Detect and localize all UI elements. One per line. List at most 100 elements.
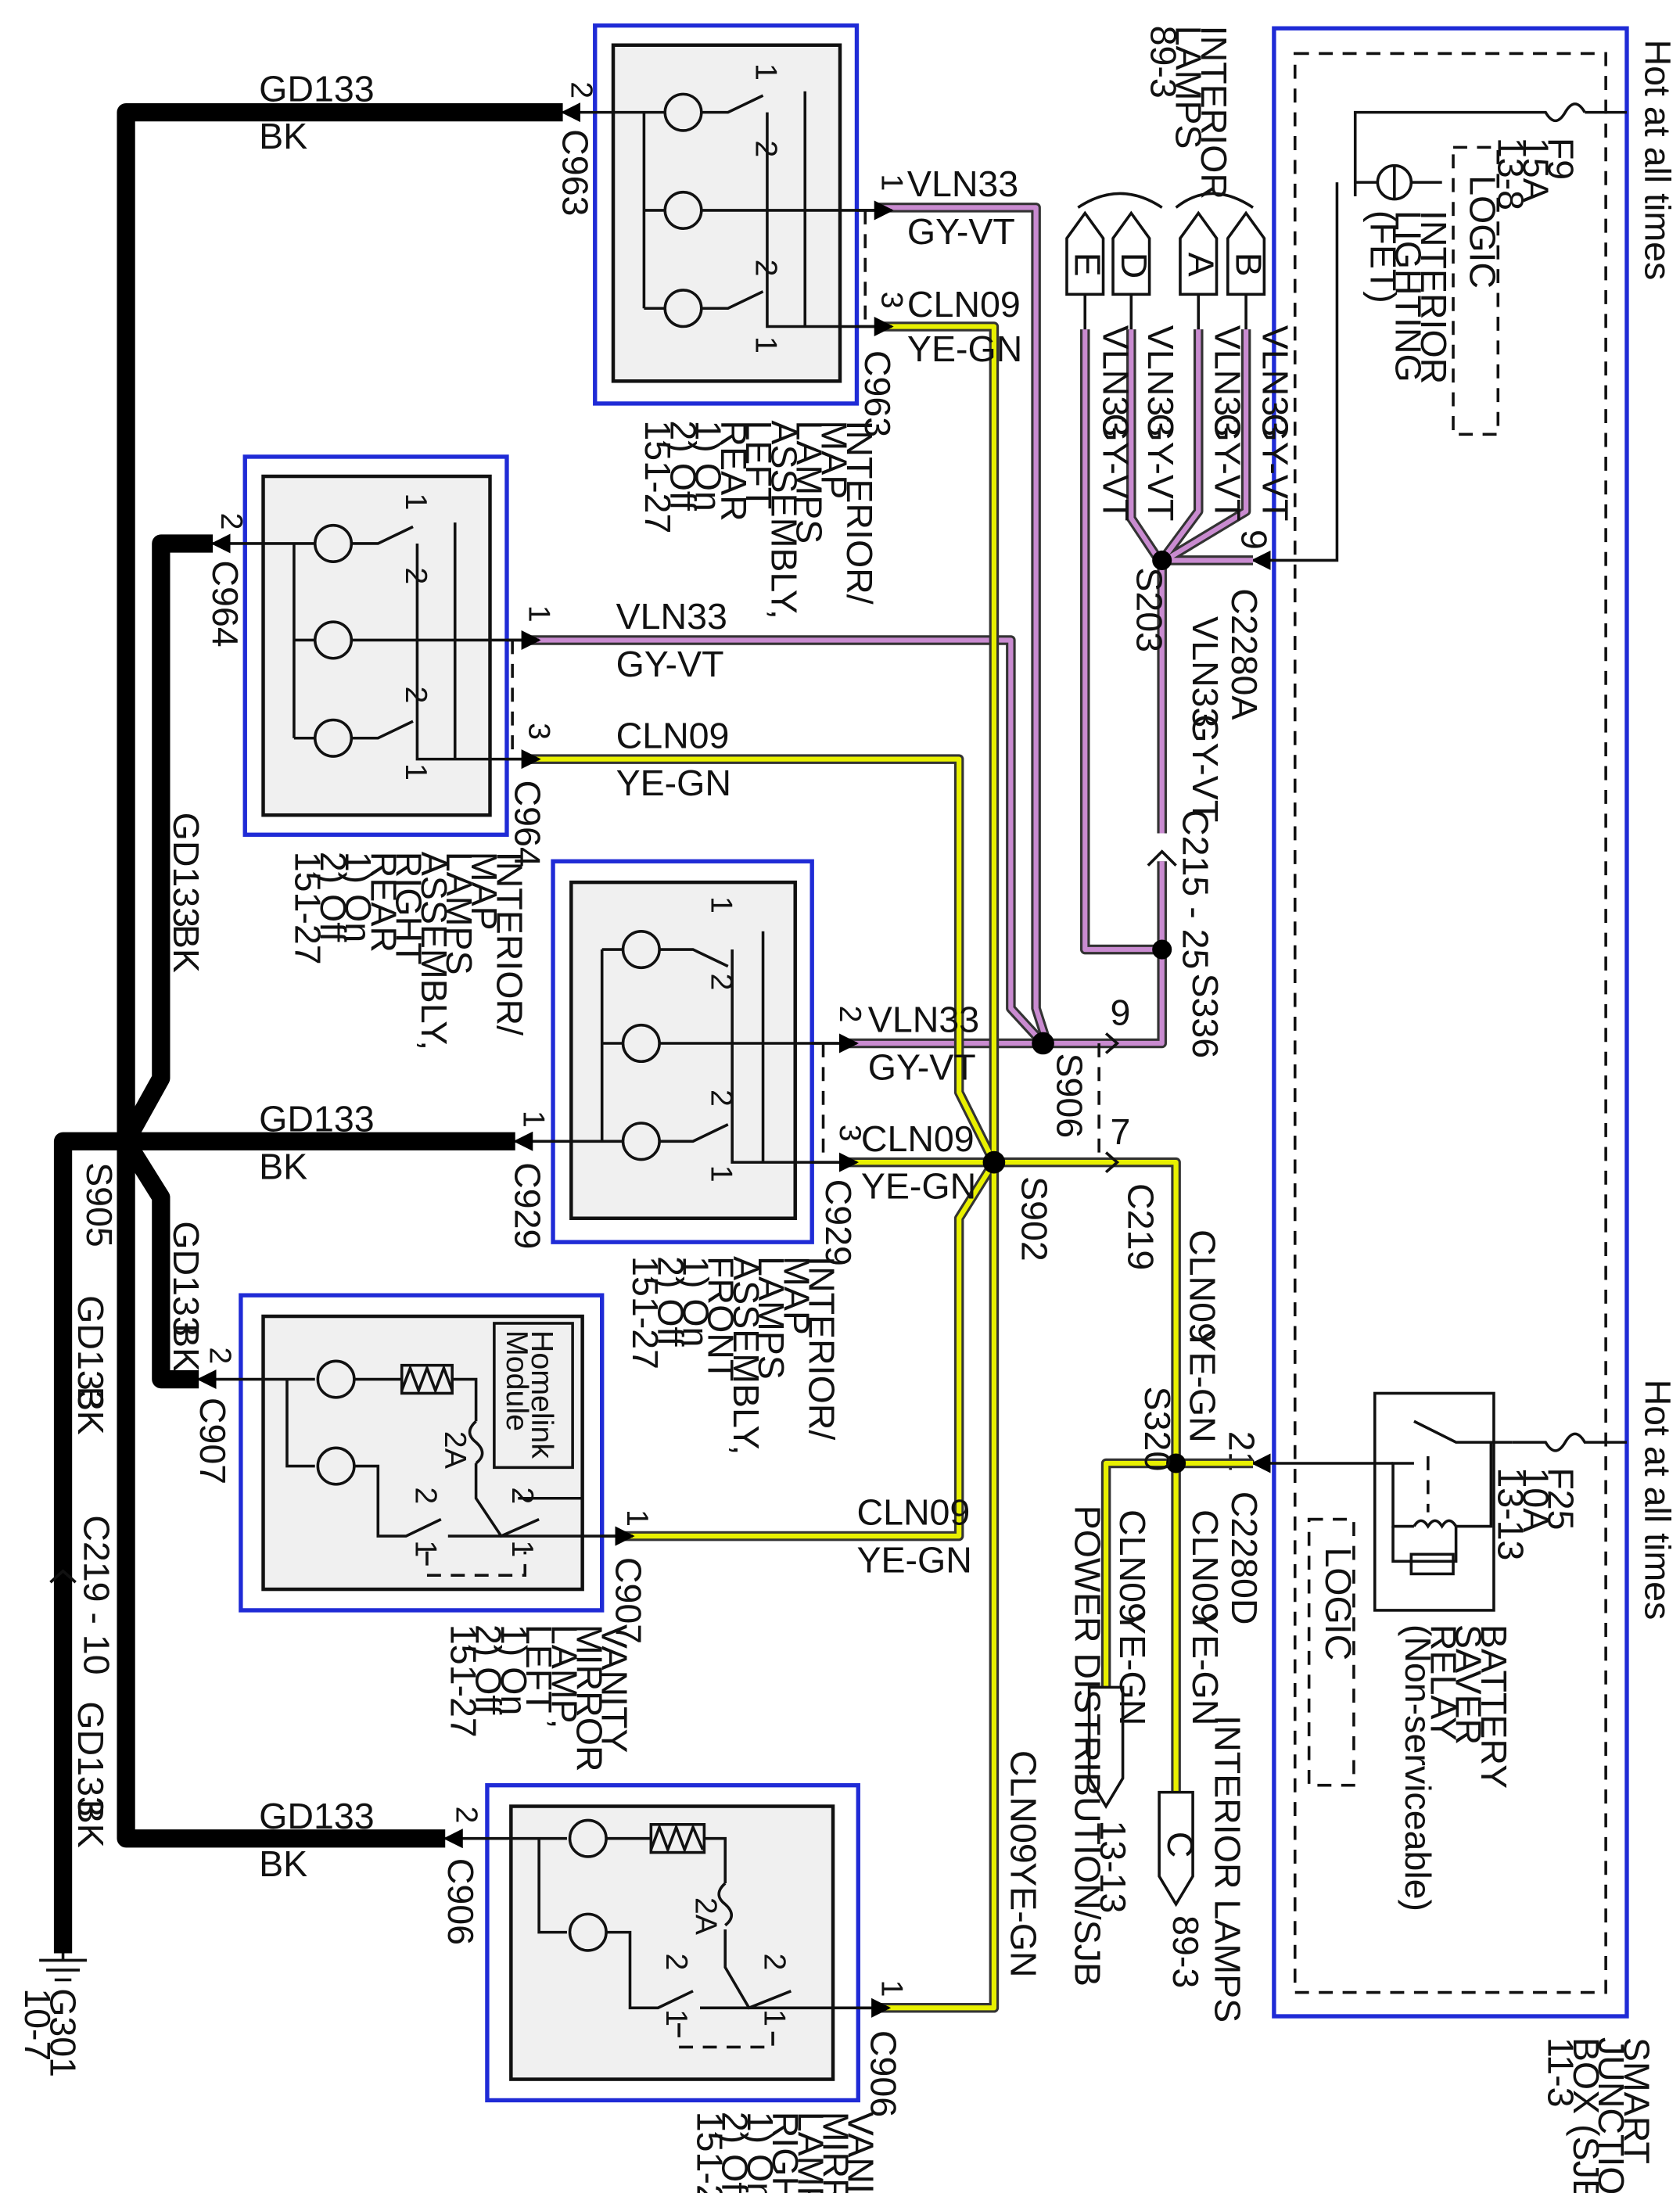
svg-text:151-27: 151-27 xyxy=(625,1256,666,1369)
svg-text:GD133: GD133 xyxy=(259,1796,374,1836)
svg-text:2) Off: 2) Off xyxy=(650,1256,691,1347)
splice-s905 xyxy=(114,1129,138,1153)
sjb-title: SMART JUNCTION BOX (SJB) 11-3 xyxy=(1541,2037,1657,2193)
svg-text:LAMPS: LAMPS xyxy=(751,1256,792,1380)
svg-text:15A: 15A xyxy=(1516,138,1556,203)
svg-text:C964: C964 xyxy=(508,780,548,867)
svg-text:GD133: GD133 xyxy=(259,1099,374,1140)
svg-text:2: 2 xyxy=(704,1089,738,1107)
c215-connector: C215 - 25 xyxy=(1147,809,1216,969)
svg-text:2A: 2A xyxy=(689,1897,723,1936)
svg-text:INTERIOR: INTERIOR xyxy=(1413,210,1454,384)
svg-text:C219 - 10: C219 - 10 xyxy=(76,1515,117,1674)
svg-text:GD133: GD133 xyxy=(259,68,374,109)
svg-text:1: 1 xyxy=(749,63,784,81)
svg-text:BK: BK xyxy=(259,1843,307,1884)
svg-text:GD133: GD133 xyxy=(70,1295,111,1410)
svg-text:YE-GN: YE-GN xyxy=(1003,1862,1043,1977)
svg-text:S320: S320 xyxy=(1137,1387,1178,1472)
svg-text:YE-GN: YE-GN xyxy=(616,763,731,803)
svg-text:BATTERY: BATTERY xyxy=(1474,1624,1514,1789)
svg-text:2: 2 xyxy=(214,513,249,530)
svg-text:LEFT: LEFT xyxy=(738,420,779,509)
svg-text:10-7: 10-7 xyxy=(17,1988,58,2061)
svg-text:1: 1 xyxy=(875,174,910,191)
svg-text:INTERIOR/: INTERIOR/ xyxy=(802,1256,842,1440)
svg-text:VLN33: VLN33 xyxy=(907,163,1018,204)
svg-text:2) Off: 2) Off xyxy=(715,2112,756,2193)
svg-text:FRONT: FRONT xyxy=(701,1256,741,1381)
svg-text:S336: S336 xyxy=(1185,973,1226,1058)
splice-s906 xyxy=(1032,1032,1054,1055)
svg-text:MAP: MAP xyxy=(814,420,855,499)
svg-text:C907: C907 xyxy=(608,1557,649,1644)
svg-text:B: B xyxy=(1229,253,1269,277)
svg-text:VANITY: VANITY xyxy=(841,2112,881,2193)
c2280d-label: C2280D xyxy=(1224,1491,1265,1625)
svg-text:1: 1 xyxy=(704,1165,738,1183)
vanity-right-label: VANITY MIRROR LAMP, RIGHT 1) On 2) Off 1… xyxy=(689,2112,881,2193)
svg-text:CLN09: CLN09 xyxy=(616,715,730,756)
svg-text:RELAY: RELAY xyxy=(1423,1624,1463,1741)
svg-text:S906: S906 xyxy=(1049,1053,1089,1139)
svg-text:ASSEMBLY,: ASSEMBLY, xyxy=(763,420,804,619)
svg-text:2: 2 xyxy=(505,1487,540,1504)
svg-text:C215 - 25: C215 - 25 xyxy=(1176,809,1216,969)
svg-text:CLN09: CLN09 xyxy=(861,1118,975,1159)
svg-text:GD133: GD133 xyxy=(166,813,206,928)
svg-text:ASSEMBLY,: ASSEMBLY, xyxy=(414,852,454,1050)
svg-text:C907: C907 xyxy=(192,1398,233,1484)
svg-text:2: 2 xyxy=(564,81,598,99)
svg-text:E: E xyxy=(1068,253,1108,277)
map-lamp-left-rear: 2 C963 1 3 C963 1 2 2 1 INTERIOR/ MAP LA… xyxy=(555,23,910,619)
svg-text:INTERIOR: INTERIOR xyxy=(1194,26,1234,199)
svg-text:GY-VT: GY-VT xyxy=(1140,413,1181,521)
svg-text:2: 2 xyxy=(833,1006,867,1023)
logic-box-bottom xyxy=(1307,1517,1355,1787)
svg-text:1) On: 1) On xyxy=(338,852,379,942)
svg-text:BK: BK xyxy=(166,1323,206,1372)
svg-text:2) Off: 2) Off xyxy=(468,1624,509,1715)
svg-text:2) Off: 2) Off xyxy=(313,852,354,942)
splice-s203 xyxy=(1152,550,1172,570)
smart-junction-box: Hot at all times Hot at all times SMART … xyxy=(1222,26,1678,2193)
svg-text:YE-GN: YE-GN xyxy=(856,1540,971,1581)
svg-text:1: 1 xyxy=(399,763,433,781)
map-lamp-right-rear-label: INTERIOR/ MAP LAMPS ASSEMBLY, RIGHT REAR… xyxy=(288,852,530,1050)
svg-text:RIGHT: RIGHT xyxy=(389,852,429,965)
svg-text:2: 2 xyxy=(659,1953,694,1970)
vln33-wires xyxy=(525,203,1254,1049)
svg-text:LOGIC: LOGIC xyxy=(1463,175,1503,289)
svg-text:MAP: MAP xyxy=(464,852,504,931)
svg-text:VANITY: VANITY xyxy=(594,1624,635,1753)
svg-text:S902: S902 xyxy=(1014,1176,1055,1262)
svg-text:VLN33: VLN33 xyxy=(616,596,727,637)
svg-text:GY-VT: GY-VT xyxy=(616,644,724,684)
svg-text:3: 3 xyxy=(522,723,557,740)
interior-lamps-top-label: INTERIOR LAMPS 89-3 xyxy=(1143,26,1233,199)
svg-text:1: 1 xyxy=(620,1509,655,1527)
c219-connector: 9 7 C219 xyxy=(1097,992,1161,1270)
svg-text:ASSEMBLY,: ASSEMBLY, xyxy=(726,1256,766,1455)
svg-text:2: 2 xyxy=(749,260,784,277)
svg-text:LAMPS: LAMPS xyxy=(439,852,479,975)
svg-text:MAP: MAP xyxy=(776,1256,817,1335)
map-lamp-front: 1 C929 2 3 C929 1 2 2 1 INTERIOR/ MAP LA… xyxy=(508,859,867,1455)
svg-text:C963: C963 xyxy=(555,129,596,216)
c2280a-label: C2280A xyxy=(1224,588,1265,720)
svg-text:F25: F25 xyxy=(1541,1467,1581,1530)
svg-text:9: 9 xyxy=(1110,992,1130,1033)
svg-text:BOX (SJB): BOX (SJB) xyxy=(1566,2037,1606,2193)
svg-text:7: 7 xyxy=(1110,1111,1130,1152)
svg-text:2: 2 xyxy=(203,1347,238,1364)
svg-text:2: 2 xyxy=(757,1953,792,1970)
interior-lamps-arrows: E D A B INTERIOR LAMPS 89-3 xyxy=(1065,26,1269,330)
fuse-f9-label: F9 15A 13-8 xyxy=(1490,138,1581,210)
svg-text:BK: BK xyxy=(70,1800,111,1848)
svg-text:GD133: GD133 xyxy=(166,1221,206,1336)
svg-text:YE-GN: YE-GN xyxy=(1112,1610,1153,1725)
svg-text:F9: F9 xyxy=(1541,138,1581,180)
svg-text:VLN33: VLN33 xyxy=(1185,616,1226,727)
svg-text:C906: C906 xyxy=(440,1858,481,1945)
svg-text:2: 2 xyxy=(399,567,433,584)
